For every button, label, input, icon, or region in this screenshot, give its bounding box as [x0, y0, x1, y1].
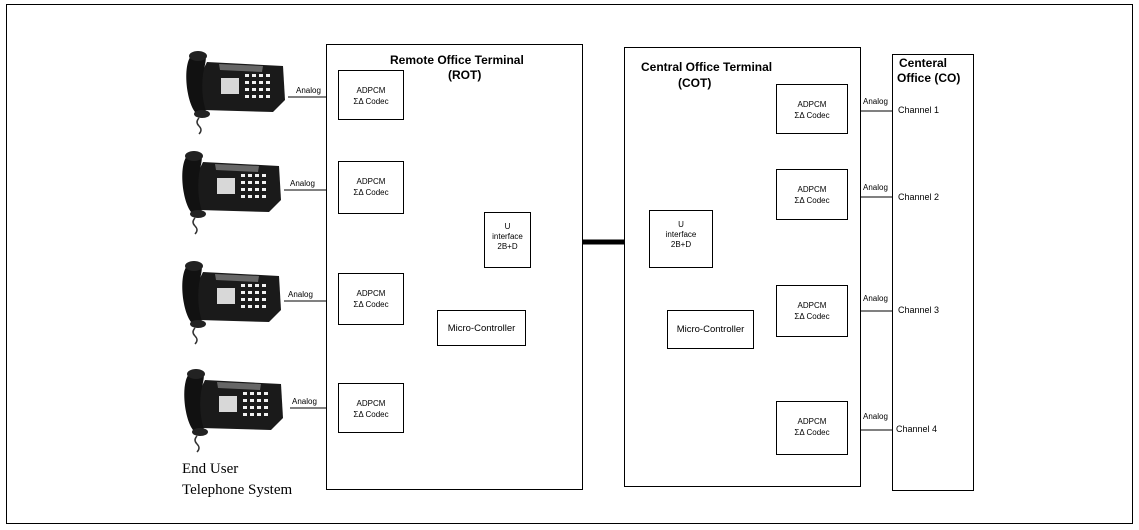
- codec-label: ADPCM: [356, 289, 386, 298]
- desk-telephone-icon-3: [181, 260, 282, 345]
- codec-label: ADPCM: [356, 86, 386, 95]
- rot-subtitle: (ROT): [448, 68, 482, 82]
- channel-4-label: Channel 4: [896, 424, 938, 434]
- rot-codec-3: ADPCM ΣΔ Codec: [338, 273, 404, 325]
- codec-label: ADPCM: [797, 100, 827, 109]
- desk-telephone-icon-4: [183, 368, 284, 453]
- cot-codec-2: ADPCM ΣΔ Codec: [776, 169, 848, 220]
- rot-u-interface: U interface 2B+D: [484, 212, 531, 268]
- rot-codec-4: ADPCM ΣΔ Codec: [338, 383, 404, 433]
- codec-sublabel: ΣΔ Codec: [794, 312, 830, 321]
- u-label: U: [678, 220, 684, 229]
- cot-micro-controller: Micro-Controller: [667, 310, 754, 349]
- cot-u-interface: U interface 2B+D: [649, 210, 713, 268]
- analog-label-rot-2: Analog: [290, 179, 315, 188]
- co-title-line2: Office (CO): [897, 71, 961, 85]
- analog-label-cot-3: Analog: [863, 294, 888, 303]
- codec-sublabel: ΣΔ Codec: [353, 188, 389, 197]
- codec-sublabel: ΣΔ Codec: [353, 300, 389, 309]
- codec-sublabel: ΣΔ Codec: [794, 428, 830, 437]
- interface-label: interface: [665, 230, 697, 239]
- analog-label-cot-4: Analog: [863, 412, 888, 421]
- codec-sublabel: ΣΔ Codec: [353, 410, 389, 419]
- channel-format-label: 2B+D: [497, 242, 518, 251]
- codec-label: ADPCM: [356, 399, 386, 408]
- codec-sublabel: ΣΔ Codec: [794, 196, 830, 205]
- cot-codec-3: ADPCM ΣΔ Codec: [776, 285, 848, 337]
- codec-sublabel: ΣΔ Codec: [353, 97, 389, 106]
- diagram-frame: [6, 4, 1133, 524]
- rot-micro-controller: Micro-Controller: [437, 310, 526, 346]
- cot-title: Central Office Terminal: [641, 60, 773, 74]
- u-label: U: [504, 222, 511, 231]
- codec-label: ADPCM: [797, 301, 827, 310]
- central-office-box: [892, 54, 974, 491]
- end-user-label-line2: Telephone System: [182, 482, 293, 498]
- codec-label: ADPCM: [356, 177, 386, 186]
- channel-1-label: Channel 1: [898, 105, 940, 115]
- co-title-line1: Centeral: [899, 56, 948, 70]
- desk-telephone-icon-1: [185, 50, 286, 135]
- analog-label-rot-4: Analog: [292, 397, 317, 406]
- cot-codec-1: ADPCM ΣΔ Codec: [776, 84, 848, 134]
- channel-2-label: Channel 2: [898, 192, 940, 202]
- rot-title: Remote Office Terminal: [390, 53, 524, 67]
- analog-label-rot-3: Analog: [288, 290, 313, 299]
- analog-label-cot-2: Analog: [863, 183, 888, 192]
- codec-sublabel: ΣΔ Codec: [794, 111, 830, 120]
- desk-telephone-icon-2: [181, 150, 282, 235]
- codec-label: ADPCM: [797, 417, 827, 426]
- analog-label-cot-1: Analog: [863, 97, 888, 106]
- rot-codec-2: ADPCM ΣΔ Codec: [338, 161, 404, 214]
- analog-label-rot-1: Analog: [296, 86, 321, 95]
- cot-codec-4: ADPCM ΣΔ Codec: [776, 401, 848, 455]
- end-user-label-line1: End User: [182, 461, 239, 477]
- codec-label: ADPCM: [797, 185, 827, 194]
- interface-label: interface: [492, 232, 523, 241]
- channel-format-label: 2B+D: [670, 240, 692, 249]
- cot-subtitle: (COT): [678, 76, 712, 90]
- channel-3-label: Channel 3: [898, 305, 940, 315]
- rot-codec-1: ADPCM ΣΔ Codec: [338, 70, 404, 120]
